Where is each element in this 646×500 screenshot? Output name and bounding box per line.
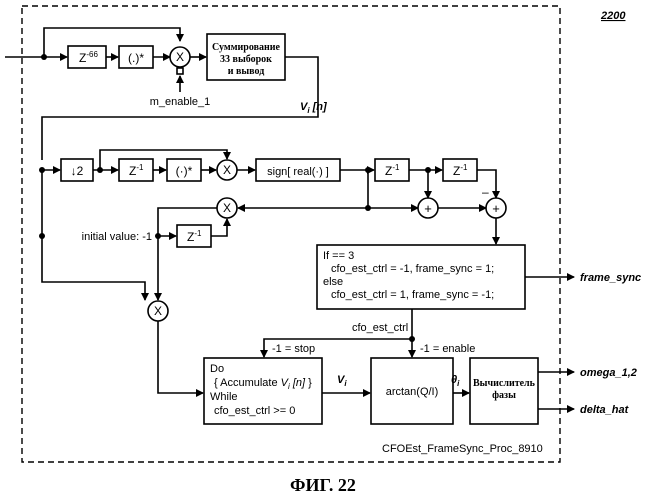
multiplier-symbol: X xyxy=(176,50,184,64)
multiplier-symbol: X xyxy=(223,163,231,177)
delta-hat-output: delta_hat xyxy=(580,404,630,416)
accumulate-line-1: Do xyxy=(210,363,224,375)
vi-label: Vi xyxy=(337,374,347,388)
downsample-label: ↓2 xyxy=(71,164,84,178)
summation-line-1: Суммирование xyxy=(212,42,280,53)
adder-symbol: + xyxy=(424,201,432,216)
omega-output: omega_1,2 xyxy=(580,367,637,379)
wire xyxy=(158,321,203,393)
bypass-wire xyxy=(44,28,180,57)
conjugate-label-2: (·)* xyxy=(176,164,193,178)
multiplier-symbol: X xyxy=(223,201,231,215)
wire xyxy=(211,219,227,236)
figure-reference: 2200 xyxy=(600,10,626,22)
module-label: CFOEst_FrameSync_Proc_8910 xyxy=(382,443,543,455)
adder-symbol: + xyxy=(492,201,500,216)
cfo-est-ctrl-label: cfo_est_ctrl xyxy=(352,322,408,334)
enable-gate xyxy=(177,68,183,74)
conjugate-label-1: (.)* xyxy=(128,51,144,65)
enable-label: -1 = enable xyxy=(420,343,475,355)
stop-label: -1 = stop xyxy=(272,343,315,355)
vi-n-label: Vi [n] xyxy=(300,101,327,115)
phase-calc-line-1: Вычислитель xyxy=(473,378,536,389)
initial-value-label: initial value: -1 xyxy=(82,231,152,243)
minus-sign: – xyxy=(482,185,489,199)
m-enable-label: m_enable_1 xyxy=(150,96,211,108)
summation-line-3: и вывод xyxy=(228,66,265,77)
junction-dot xyxy=(39,233,45,239)
accumulate-line-4: cfo_est_ctrl >= 0 xyxy=(214,405,295,417)
decision-line-1: If == 3 xyxy=(323,250,354,262)
decision-line-4: cfo_est_ctrl = 1, frame_sync = -1; xyxy=(331,289,494,301)
decision-line-3: else xyxy=(323,276,343,288)
phase-calc-line-2: фазы xyxy=(492,390,516,401)
sign-real-label: sign[ real(·) ] xyxy=(267,166,329,178)
arctan-label: arctan(Q/I) xyxy=(386,386,439,398)
accumulate-line-3: While xyxy=(210,391,238,403)
frame-sync-output: frame_sync xyxy=(580,272,641,284)
accumulate-line-2: { Accumulate Vi [n] } xyxy=(214,377,312,391)
summation-line-2: 33 выборок xyxy=(220,54,272,65)
theta-label: θi xyxy=(451,374,460,388)
multiplier-symbol: X xyxy=(154,304,162,318)
figure-caption: ФИГ. 22 xyxy=(290,475,356,495)
decision-line-2: cfo_est_ctrl = -1, frame_sync = 1; xyxy=(331,263,494,275)
